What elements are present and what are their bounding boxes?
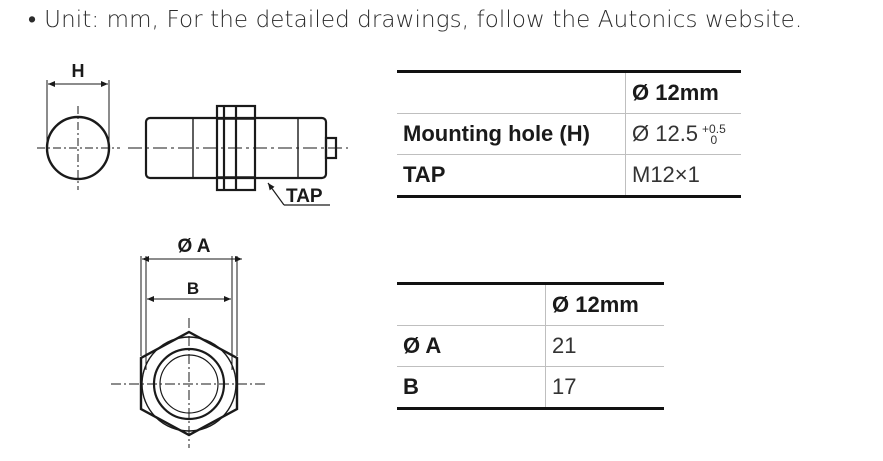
table-row: TAP M12×1	[397, 154, 741, 197]
label-h: H	[72, 61, 85, 81]
unit-note: • Unit: mm, For the detailed drawings, fo…	[28, 6, 802, 33]
sensor-side-view	[128, 104, 348, 206]
row-value: 21	[545, 325, 664, 367]
tolerance-lower: 0	[710, 133, 718, 148]
table-row: Ø A 21	[397, 325, 664, 367]
row-label: B	[403, 374, 419, 399]
row-value: 17	[545, 366, 664, 409]
row-label: Ø A	[397, 325, 546, 367]
hex-nut-view	[111, 256, 268, 448]
column-header: Ø 12mm	[625, 71, 741, 114]
table-corner	[397, 283, 546, 326]
column-header: Ø 12mm	[545, 283, 664, 326]
table-corner	[397, 71, 626, 114]
label-b: B	[187, 279, 199, 298]
label-a: Ø A	[177, 236, 210, 257]
label-tap: TAP	[286, 186, 323, 207]
table-header-row: Ø 12mm	[397, 283, 664, 326]
row-label: Mounting hole (H)	[397, 113, 626, 155]
table-header-row: Ø 12mm	[397, 71, 741, 114]
row-label: TAP	[403, 162, 446, 187]
tolerance-upper: +0.5	[702, 122, 726, 137]
note-text: Unit: mm, For the detailed drawings, fol…	[44, 7, 803, 33]
nut-spec-table: Ø 12mm Ø A 21 B 17	[397, 282, 664, 410]
mounting-hole-view	[37, 80, 120, 190]
table-row: B 17	[397, 366, 664, 409]
row-value: M12×1	[625, 154, 741, 197]
hole-diameter-value: Ø 12.5	[632, 121, 699, 146]
note-bullet: •	[28, 7, 37, 33]
